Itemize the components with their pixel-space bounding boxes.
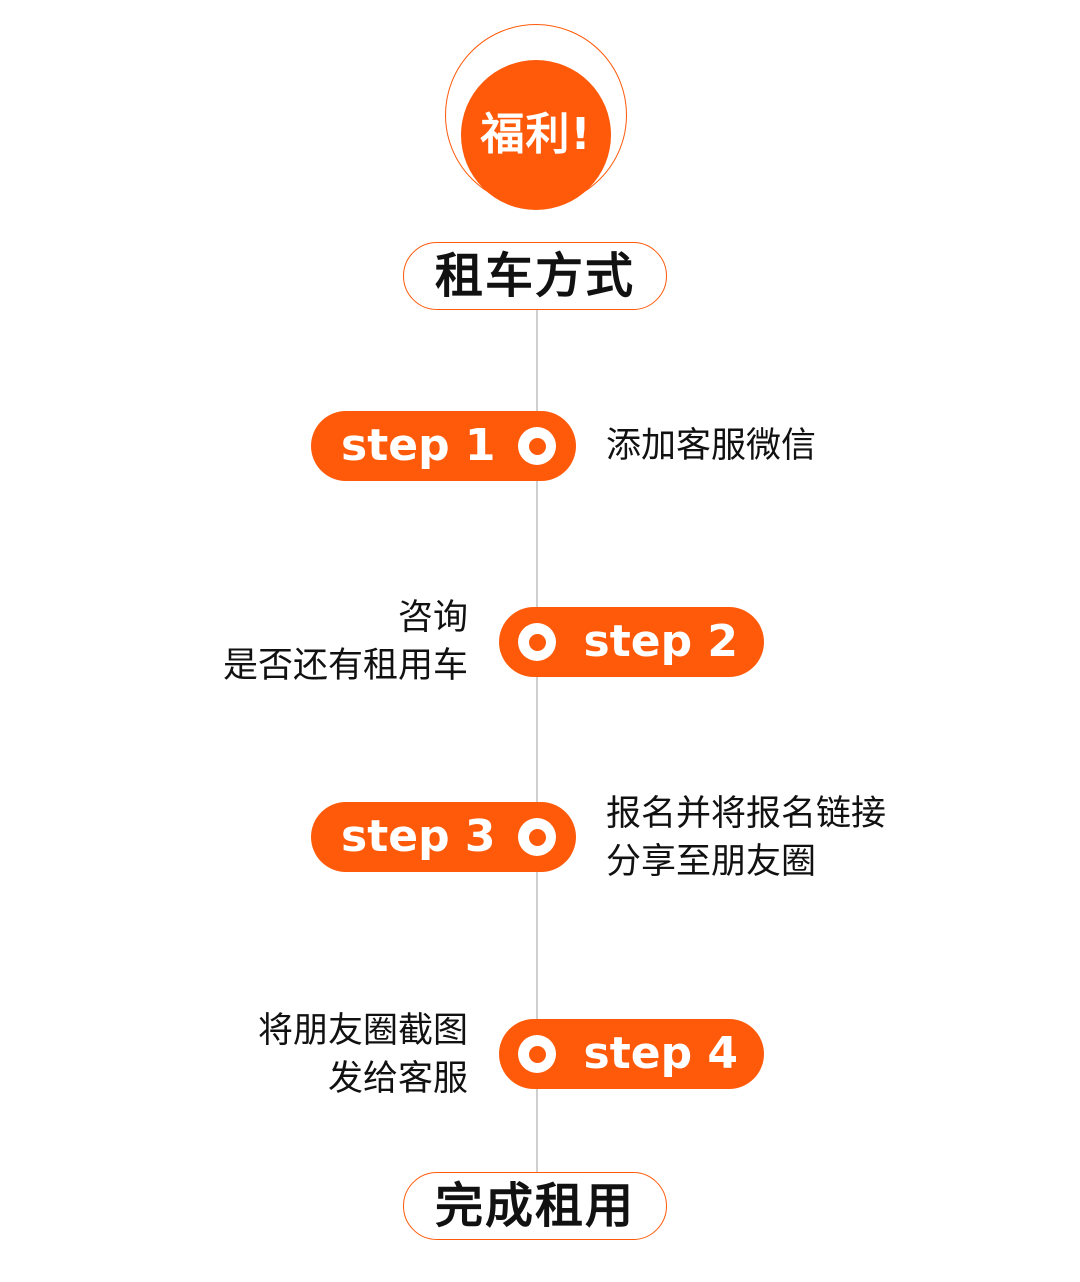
step-3-dot-icon (518, 818, 556, 856)
step-2-line-1: 咨询 (397, 598, 468, 638)
timeline-line (536, 308, 538, 1178)
step-2-line-2: 是否还有租用车 (222, 646, 468, 686)
step-4-line-1: 将朋友圈截图 (257, 1011, 468, 1051)
step-1-line-1: 添加客服微信 (606, 426, 817, 466)
step-3-label: step 3 (341, 811, 496, 862)
step-2-pill: step 2 (499, 607, 764, 677)
step-1-pill: step 1 (311, 411, 576, 481)
step-2-dot-icon (518, 623, 556, 661)
step-1-dot-icon (518, 427, 556, 465)
header-pill: 租车方式 (403, 242, 667, 310)
step-2-label: step 2 (583, 616, 739, 667)
step-2-description: 咨询 是否还有租用车 (200, 594, 468, 690)
step-1-label: step 1 (341, 420, 496, 471)
step-3-description: 报名并将报名链接 分享至朋友圈 (606, 790, 886, 886)
step-4-description: 将朋友圈截图 发给客服 (200, 1007, 468, 1103)
footer-pill: 完成租用 (403, 1172, 667, 1240)
step-4-label: step 4 (583, 1028, 739, 1079)
step-3-pill: step 3 (311, 802, 576, 872)
step-3-line-2: 分享至朋友圈 (606, 842, 817, 882)
step-4-dot-icon (518, 1035, 556, 1073)
step-4-line-2: 发给客服 (327, 1059, 468, 1099)
header-title: 租车方式 (434, 248, 635, 304)
step-4-pill: step 4 (499, 1019, 764, 1089)
step-1-description: 添加客服微信 (606, 422, 816, 470)
badge-text: 福利! (480, 109, 592, 160)
step-3-line-1: 报名并将报名链接 (606, 794, 887, 834)
footer-title: 完成租用 (434, 1178, 635, 1234)
welfare-badge: 福利! (461, 60, 611, 210)
